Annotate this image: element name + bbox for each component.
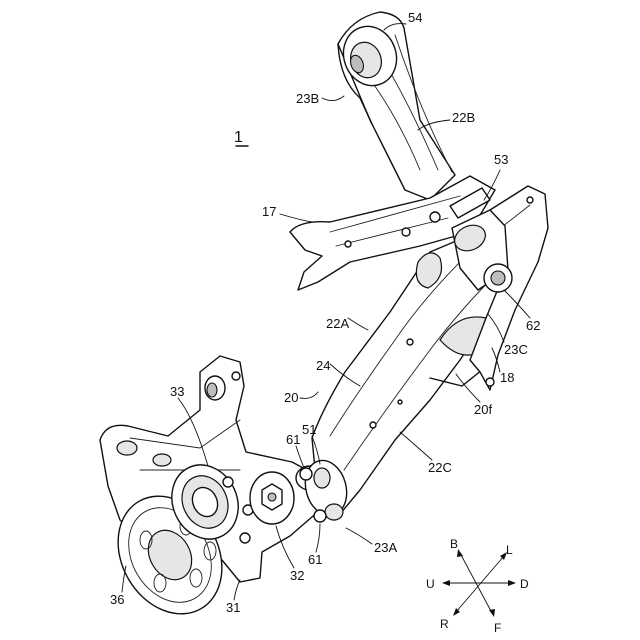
label-20: 20 bbox=[284, 390, 298, 405]
direction-D: D bbox=[520, 577, 529, 591]
label-20f: 20f bbox=[474, 402, 492, 417]
label-62: 62 bbox=[526, 318, 540, 333]
label-18: 18 bbox=[500, 370, 514, 385]
label-61-lower: 61 bbox=[308, 552, 322, 567]
label-23C: 23C bbox=[504, 342, 528, 357]
direction-L: L bbox=[506, 543, 513, 557]
ball-joint-32 bbox=[250, 472, 294, 524]
bolt-62 bbox=[484, 264, 512, 292]
label-53: 53 bbox=[494, 152, 508, 167]
label-31: 31 bbox=[226, 600, 240, 615]
label-22C: 22C bbox=[428, 460, 452, 475]
direction-R: R bbox=[440, 617, 449, 631]
label-51: 51 bbox=[302, 422, 316, 437]
direction-B: B bbox=[450, 537, 458, 551]
label-36: 36 bbox=[110, 592, 124, 607]
label-61-upper: 61 bbox=[286, 432, 300, 447]
label-33: 33 bbox=[170, 384, 184, 399]
direction-F: F bbox=[494, 621, 501, 635]
figure-ref-label: 1 bbox=[234, 129, 243, 146]
label-54: 54 bbox=[408, 10, 422, 25]
direction-compass: B L U D R F bbox=[426, 537, 529, 635]
label-23A: 23A bbox=[374, 540, 397, 555]
label-23B: 23B bbox=[296, 91, 319, 106]
label-24: 24 bbox=[316, 358, 330, 373]
direction-U: U bbox=[426, 577, 435, 591]
label-17: 17 bbox=[262, 204, 276, 219]
label-22B: 22B bbox=[452, 110, 475, 125]
label-32: 32 bbox=[290, 568, 304, 583]
label-22A: 22A bbox=[326, 316, 349, 331]
